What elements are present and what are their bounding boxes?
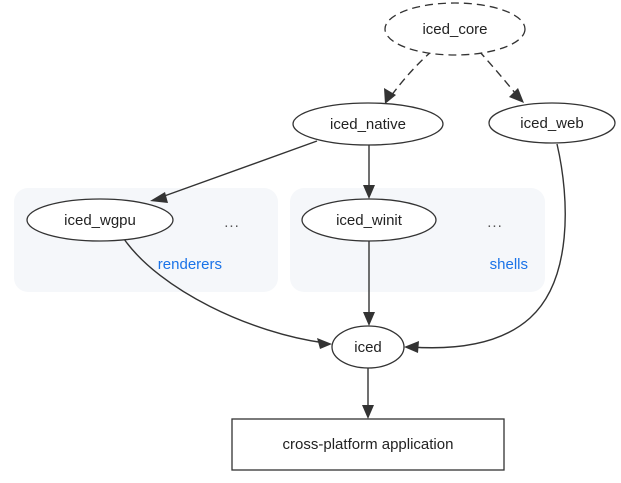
node-iced-core-shape[interactable]: [384, 2, 526, 56]
edge-iced-to-app-arrowhead: [362, 405, 374, 419]
edge-native-to-winit: [363, 145, 375, 199]
node-iced-winit[interactable]: iced_winit: [301, 198, 437, 242]
renderers-ellipsis-label: ...: [224, 214, 240, 231]
node-cross-platform-application[interactable]: cross-platform application: [231, 418, 505, 471]
edge-web-to-iced-arrowhead: [404, 341, 419, 353]
node-iced-native-shape[interactable]: [292, 102, 444, 146]
node-iced-core-label: iced_core: [422, 21, 487, 38]
node-iced-wgpu[interactable]: iced_wgpu: [26, 198, 174, 242]
edge-core-to-web-line: [478, 50, 521, 100]
edge-core-to-native-line: [387, 50, 433, 101]
edge-web-to-iced-line: [410, 143, 566, 349]
edge-native-to-wgpu: [150, 140, 318, 203]
edge-wgpu-to-iced-arrowhead: [317, 338, 332, 349]
edge-iced-to-app: [362, 368, 374, 419]
node-iced-winit-label: iced_winit: [336, 212, 403, 229]
node-iced-winit-shape[interactable]: [301, 198, 437, 242]
node-cross-platform-application-label: cross-platform application: [283, 436, 454, 453]
node-iced-label: iced: [354, 339, 382, 356]
node-iced[interactable]: iced: [331, 325, 405, 369]
edge-wgpu-to-iced: [123, 238, 332, 349]
node-iced-web[interactable]: iced_web: [488, 102, 616, 144]
node-iced-native-label: iced_native: [330, 116, 406, 133]
node-iced-core[interactable]: iced_core: [384, 2, 526, 56]
edge-winit-to-iced: [363, 241, 375, 326]
edge-web-to-iced: [404, 143, 566, 353]
shells-ellipsis-label: ...: [487, 214, 503, 231]
node-iced-wgpu-label: iced_wgpu: [64, 212, 136, 229]
node-iced-shape[interactable]: [331, 325, 405, 369]
node-iced-native[interactable]: iced_native: [292, 102, 444, 146]
edge-native-to-wgpu-line: [155, 140, 318, 200]
edge-core-to-web: [478, 50, 524, 103]
edge-native-to-wgpu-arrowhead: [150, 192, 168, 203]
edge-native-to-winit-arrowhead: [363, 185, 375, 199]
edge-wgpu-to-iced-line: [123, 238, 326, 344]
edge-winit-to-iced-arrowhead: [363, 312, 375, 326]
node-cross-platform-application-shape[interactable]: [231, 418, 505, 471]
cluster-shells-label: shells: [490, 256, 528, 273]
edge-core-to-native-arrowhead: [384, 88, 396, 104]
node-iced-wgpu-shape[interactable]: [26, 198, 174, 242]
node-iced-web-shape[interactable]: [488, 102, 616, 144]
edge-core-to-native: [384, 50, 433, 104]
cluster-renderers-label: renderers: [158, 256, 222, 273]
node-iced-web-label: iced_web: [520, 115, 583, 132]
edge-core-to-web-arrowhead: [509, 88, 524, 103]
